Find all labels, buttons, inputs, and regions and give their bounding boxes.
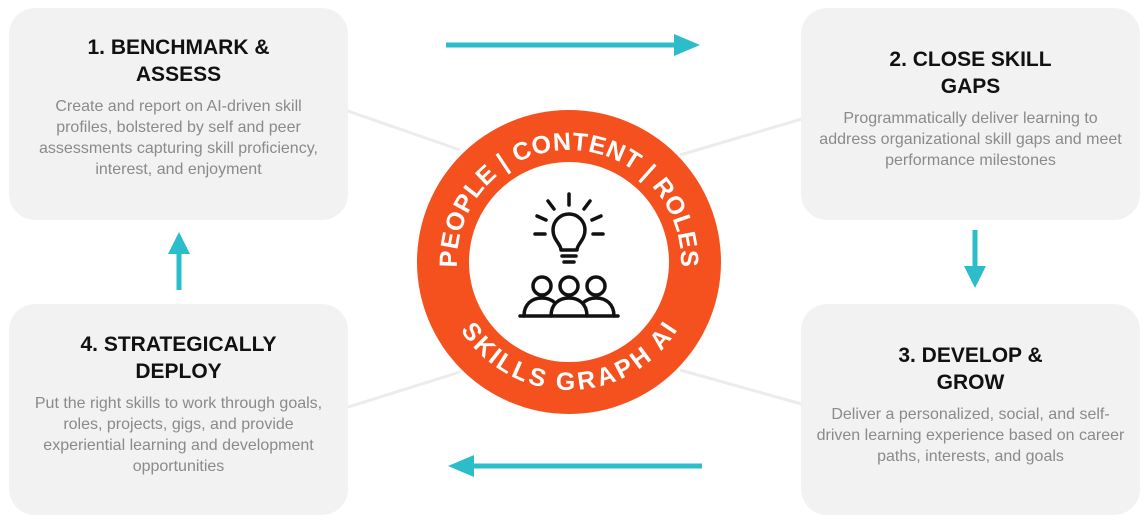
step-description: Programmatically deliver learning to add… [819,110,1122,169]
step-card-close-skill-gaps: 2. CLOSE SKILL GAPS Programmatically del… [801,8,1140,220]
arrow-up-icon [168,232,190,290]
step-card-strategically-deploy: 4. STRATEGICALLY DEPLOY Put the right sk… [9,304,348,515]
step-description: Deliver a personalized, social, and self… [816,406,1125,465]
connector-line-1 [344,108,461,152]
connector-line-2 [679,116,806,157]
arrow-left-icon [448,455,702,477]
arrow-down-icon [964,230,986,288]
step-title: 1. BENCHMARK & ASSESS [87,36,270,86]
connector-line-3 [679,368,806,407]
arrow-right-icon [446,34,700,56]
step-description: Put the right skills to work through goa… [34,395,323,475]
connector-line-4 [344,370,461,410]
step-title: 4. STRATEGICALLY DEPLOY [80,333,277,383]
step-description: Create and report on AI-driven skill pro… [39,98,318,178]
step-title: 2. CLOSE SKILL GAPS [889,48,1052,98]
skills-graph-hub: PEOPLE | CONTENT | ROLES SKILLS GRAPH AI [417,110,721,414]
lightbulb-people-icon [518,192,620,318]
step-card-benchmark-assess: 1. BENCHMARK & ASSESS Create and report … [9,8,348,220]
step-card-develop-grow: 3. DEVELOP & GROW Deliver a personalized… [801,304,1140,515]
step-title: 3. DEVELOP & GROW [898,344,1043,394]
